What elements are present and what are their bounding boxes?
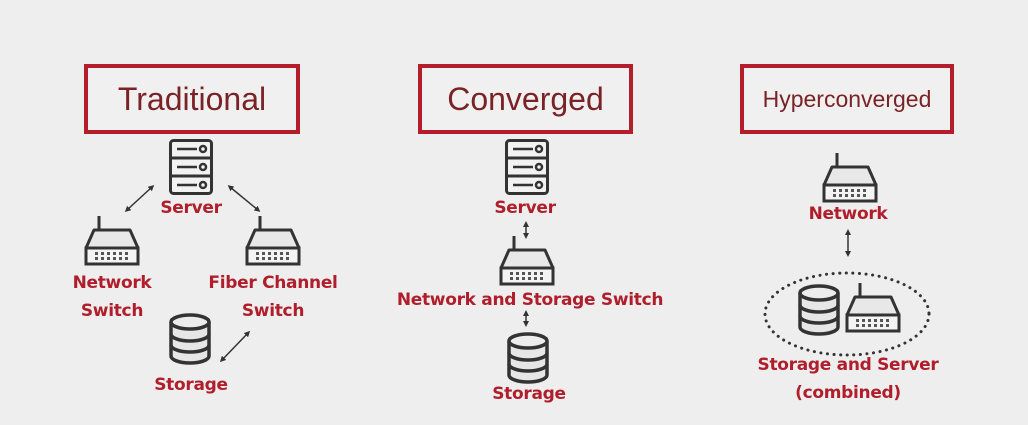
converged-server-label: Server [494,198,556,218]
fiber-channel-switch-label-line1: Fiber Channel [208,273,338,293]
hyperconverged-network-label: Network [808,204,888,224]
hyperconverged-title-box: Hyperconverged [740,64,954,134]
arrow-server-fiber-switch [227,185,261,212]
network-and-storage-switch-icon [499,234,555,286]
traditional-title: Traditional [117,80,267,117]
network-and-storage-switch-label: Network and Storage Switch [396,290,664,310]
arrow-fiber-switch-storage [219,330,251,363]
converged-title: Converged [447,80,604,117]
fiber-channel-switch-icon [245,214,301,266]
converged-server-icon [505,139,549,195]
fiber-channel-switch-label-line2: Switch [241,301,305,321]
storage-and-server-label: Storage and Server [757,355,939,375]
converged-storage-label: Storage [492,384,566,404]
traditional-title-box: Traditional [84,64,300,134]
hyperconverged-storage-icon [798,283,840,337]
network-switch-label-line2: Switch [80,301,144,321]
arrow-server-network-switch [124,184,155,213]
combined-dotted-boundary [763,271,931,357]
hyperconverged-network-icon [822,151,878,203]
converged-title-box: Converged [418,64,633,134]
hyperconverged-server-icon [845,281,901,333]
network-switch-label-line1: Network [72,273,152,293]
combined-label: (combined) [795,383,901,403]
traditional-server-label: Server [160,198,222,218]
traditional-storage-label: Storage [154,375,228,395]
traditional-server-icon [169,139,213,195]
hyperconverged-title: Hyperconverged [762,85,932,112]
network-switch-icon [84,214,140,266]
traditional-storage-icon [169,312,211,366]
converged-storage-icon [507,331,549,385]
